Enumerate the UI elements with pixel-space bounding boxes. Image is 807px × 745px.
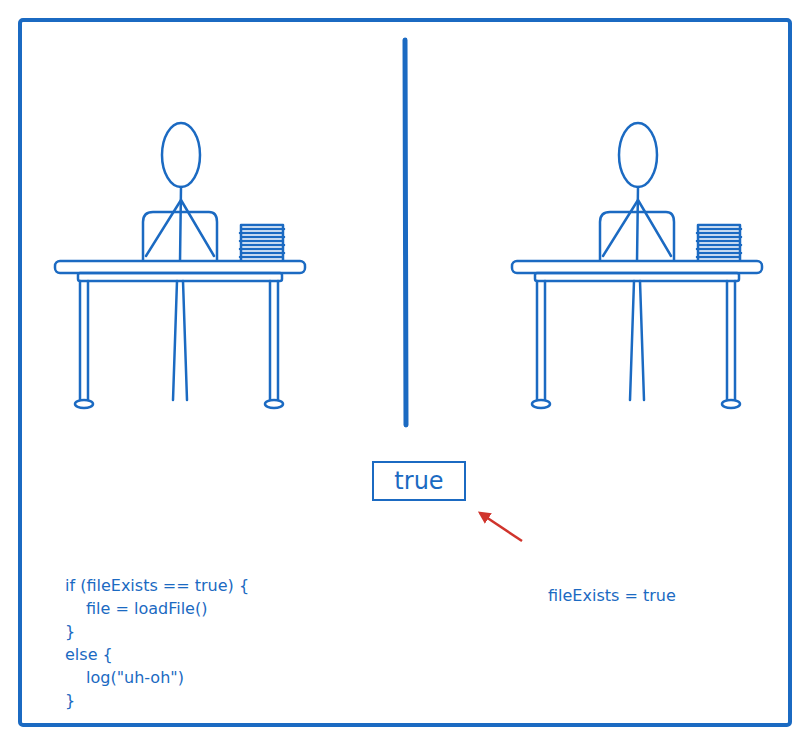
code-line: file = loadFile() <box>86 599 207 619</box>
value-text: true <box>394 467 443 495</box>
frame <box>20 20 790 725</box>
assignment-text: fileExists = true <box>548 586 676 606</box>
code-line: } <box>65 622 75 642</box>
stick-figure-left <box>55 123 305 408</box>
code-line: log("uh-oh") <box>86 668 184 688</box>
pointer-arrow <box>480 513 522 541</box>
code-line: } <box>65 691 75 711</box>
code-line: if (fileExists == true) { <box>65 576 249 596</box>
code-line: else { <box>65 645 113 665</box>
stick-figure-right <box>512 123 762 408</box>
value-box: true <box>372 461 466 501</box>
divider <box>405 40 406 425</box>
